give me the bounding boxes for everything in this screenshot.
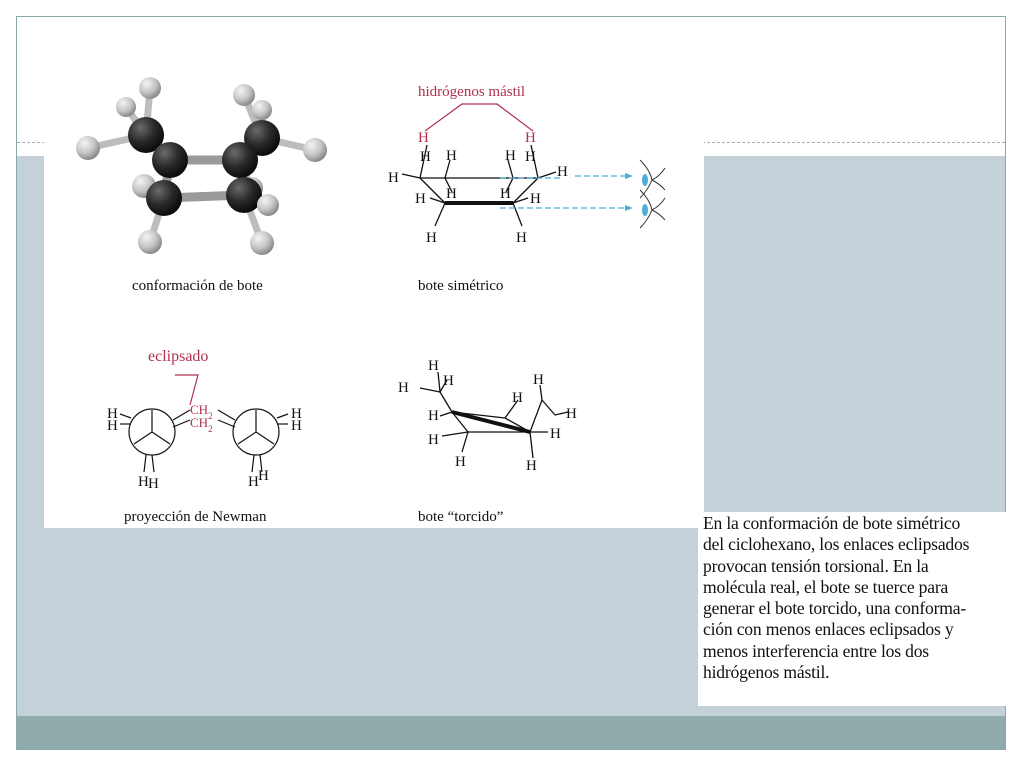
h-label: H bbox=[512, 390, 523, 406]
flagpole-h-right: H bbox=[525, 130, 536, 146]
twist-boat-diagram bbox=[419, 371, 569, 459]
twist-boat-label: bote “torcido” bbox=[418, 509, 504, 525]
caption-box bbox=[698, 512, 1006, 706]
h-label: H bbox=[455, 454, 466, 470]
h-label: H bbox=[107, 418, 118, 434]
footer-bar bbox=[17, 716, 1005, 749]
h-label: H bbox=[398, 380, 409, 396]
h-label: H bbox=[428, 358, 439, 374]
h-label: H bbox=[291, 406, 302, 422]
symmetric-boat-diagram bbox=[401, 103, 666, 229]
h-label: H bbox=[550, 426, 561, 442]
flagpole-hydrogens-annotation: hidrógenos mástil bbox=[418, 84, 526, 100]
h-label: H bbox=[420, 149, 431, 165]
h-label: H bbox=[446, 186, 457, 202]
symmetric-boat-label: bote simétrico bbox=[418, 278, 504, 294]
h-label: H bbox=[526, 458, 537, 474]
h-label: H bbox=[258, 468, 269, 484]
atom-labels: H H H H H H H H H H H H H H H H H H H H … bbox=[107, 130, 577, 492]
h-label: H bbox=[525, 149, 536, 165]
eclipsed-annotation: eclipsado bbox=[148, 348, 209, 365]
h-label: H bbox=[443, 373, 454, 389]
h-label: H bbox=[557, 164, 568, 180]
h-label: H bbox=[516, 230, 527, 246]
h-label: H bbox=[138, 474, 149, 490]
h-label: H bbox=[426, 230, 437, 246]
ch2-label-lower: CH2 bbox=[190, 415, 213, 434]
h-label: H bbox=[428, 432, 439, 448]
h-label: H bbox=[566, 406, 577, 422]
h-label: H bbox=[107, 406, 118, 422]
h-label: H bbox=[533, 372, 544, 388]
h-label: H bbox=[248, 474, 259, 490]
newman-projection bbox=[119, 374, 289, 473]
h-label: H bbox=[530, 191, 541, 207]
h-label: H bbox=[148, 476, 159, 492]
figure-caption: En la conformación de bote simétrico del… bbox=[703, 513, 970, 683]
ch2-label-upper: CH2 bbox=[190, 402, 213, 421]
h-label: H bbox=[500, 186, 511, 202]
h-label: H bbox=[291, 418, 302, 434]
h-label: H bbox=[505, 148, 516, 164]
newman-projection-label: proyección de Newman bbox=[124, 509, 267, 525]
boat-model-label: conformación de bote bbox=[132, 278, 263, 294]
h-label: H bbox=[388, 170, 399, 186]
h-label: H bbox=[446, 148, 457, 164]
h-label: H bbox=[415, 191, 426, 207]
eye-icon bbox=[639, 159, 666, 229]
h-label: H bbox=[428, 408, 439, 424]
flagpole-h-left: H bbox=[418, 130, 429, 146]
boat-ball-stick-model bbox=[76, 77, 327, 255]
